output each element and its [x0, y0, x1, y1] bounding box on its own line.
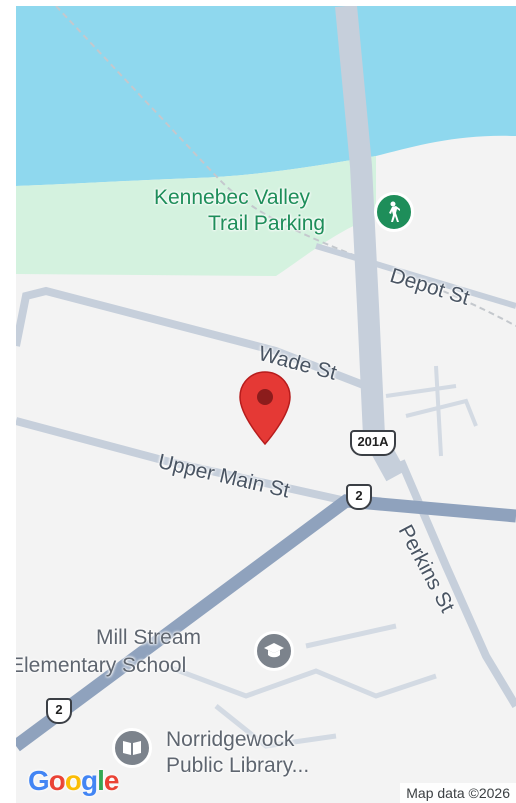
route-shield-2: 2: [46, 698, 72, 724]
route-shield-201a: 201A: [350, 430, 396, 456]
railroad: [55, 6, 516, 327]
poi-label-trail-parking-2[interactable]: Trail Parking: [208, 212, 326, 235]
map-attribution[interactable]: Map data ©2026: [400, 783, 516, 803]
logo-letter: e: [103, 765, 120, 796]
map-canvas[interactable]: [16, 6, 516, 803]
map-pin-icon[interactable]: [238, 370, 292, 446]
hiking-icon[interactable]: [374, 192, 414, 232]
road-perkins: [397, 459, 516, 709]
road-depot: [315, 243, 516, 309]
poi-label-school-1[interactable]: Mill Stream: [96, 626, 202, 649]
poi-label-library-1[interactable]: Norridgewock: [166, 728, 295, 751]
road-local-1: [385, 365, 478, 457]
logo-letter: l: [97, 765, 105, 796]
logo-letter: g: [81, 765, 98, 796]
poi-label-trail-parking-1[interactable]: Kennebec Valley: [154, 186, 311, 209]
logo-letter: o: [64, 765, 82, 796]
park-area: [16, 156, 376, 276]
highway-us2: [16, 494, 516, 752]
school-icon[interactable]: [254, 631, 294, 671]
logo-letter: o: [48, 765, 66, 796]
map-view[interactable]: Kennebec Valley Trail Parking Mill Strea…: [16, 6, 516, 803]
library-icon[interactable]: [112, 728, 152, 768]
poi-label-school-2[interactable]: Elementary School: [16, 654, 187, 677]
logo-letter: G: [28, 765, 50, 796]
road-upper-main: [16, 417, 347, 505]
river: [16, 6, 516, 186]
road-local-2: [165, 623, 437, 749]
route-shield-2: 2: [346, 484, 372, 510]
poi-label-library-2[interactable]: Public Library...: [166, 754, 310, 777]
google-logo[interactable]: Google: [28, 765, 120, 797]
road-wade: [16, 286, 368, 390]
